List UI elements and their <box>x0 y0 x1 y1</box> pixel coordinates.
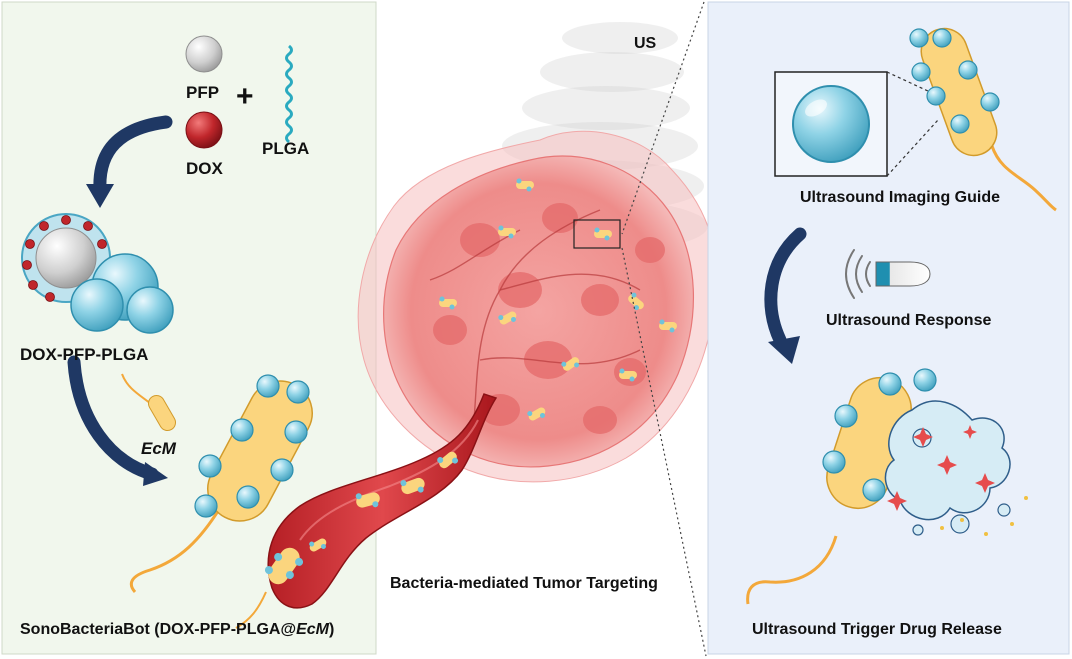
tumor-bacteria <box>439 178 677 421</box>
sonobacteriabot-label-italic: EcM <box>296 621 329 638</box>
imaging-bacteria-icon <box>909 27 1057 212</box>
synthesis-arrow-1-head-icon <box>86 184 114 208</box>
pfp-droplet-icon <box>185 35 223 73</box>
ultrasound-panel <box>707 1 1070 655</box>
plus-sign: + <box>236 80 254 113</box>
dox-molecule-icon <box>185 111 223 149</box>
imaging-guide-label: Ultrasound Imaging Guide <box>800 189 1001 206</box>
synthesis-arrow-1-icon <box>93 115 173 197</box>
vessel-bacteria-flagellum <box>235 591 267 629</box>
cell-fragments <box>912 428 1011 536</box>
plga-label: PLGA <box>262 139 310 158</box>
sonobacteriabot-label-suffix: ) <box>328 621 335 638</box>
tumor-nuclei <box>433 203 665 434</box>
synthesis-arrow-2-icon <box>67 355 159 481</box>
imaging-zoom-line-top <box>886 71 931 93</box>
dox-label: DOX <box>186 159 223 178</box>
zoom-line-top <box>621 1 705 235</box>
drug-release-label: Ultrasound Trigger Drug Release <box>752 621 1002 638</box>
ultrasound-probe-icon <box>875 261 931 287</box>
microbubble-icon <box>792 85 870 163</box>
tumor-region <box>235 1 718 657</box>
nanoparticle-label: DOX-PFP-PLGA <box>20 345 149 364</box>
drug-release-burst-icon <box>887 425 995 511</box>
blood-vessel-icon <box>264 393 498 609</box>
tumor-targeting-label: Bacteria-mediated Tumor Targeting <box>390 575 658 592</box>
response-arrow-head-icon <box>768 336 800 364</box>
ultrasound-panel-background <box>707 1 1070 655</box>
synthesis-arrow-2-head-icon <box>143 462 168 486</box>
imaging-zoom-line-bottom <box>886 119 939 177</box>
sonobacteriabot-label: SonoBacteriaBot (DOX-PFP-PLGA@EcM) <box>20 622 334 638</box>
response-arrow-icon <box>764 227 807 347</box>
us-label: US <box>634 35 657 52</box>
sonobacteriabot-icon <box>129 374 313 593</box>
free-bacteria-icon <box>148 394 176 432</box>
dox-pfp-plga-nanoparticle-icon <box>21 213 174 334</box>
sonobacteriabot-label-prefix: SonoBacteriaBot (DOX-PFP-PLGA@ <box>20 621 297 638</box>
tumor-zoom-box <box>573 219 621 249</box>
tumor-mass-icon <box>383 155 694 468</box>
ecm-label: EcM <box>141 439 176 458</box>
pfp-label: PFP <box>186 83 220 102</box>
drug-particles <box>940 496 1028 536</box>
plga-polymer-icon <box>285 44 293 144</box>
tumor-capillaries <box>429 209 641 451</box>
ultrasound-response-label: Ultrasound Response <box>826 312 992 329</box>
synthesis-panel <box>1 1 381 655</box>
sound-wave-icon <box>845 249 871 299</box>
